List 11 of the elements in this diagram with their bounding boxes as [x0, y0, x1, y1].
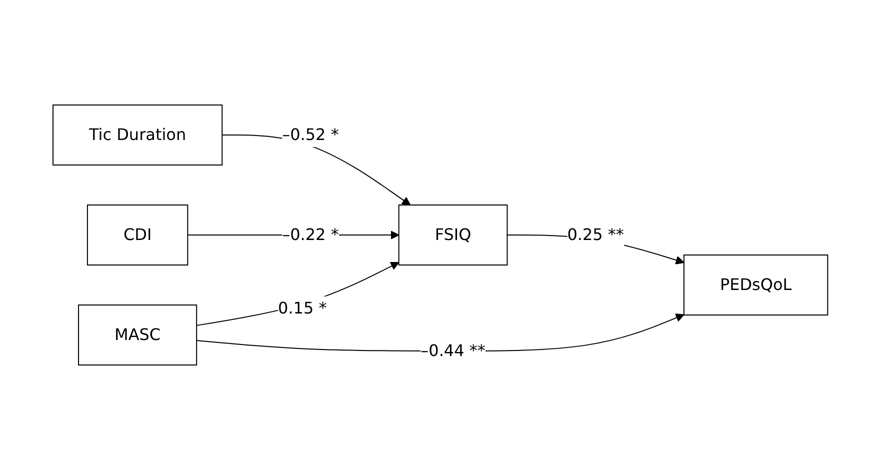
- edge-label: –0.52 *: [282, 125, 339, 144]
- node-box: PEDsQoL: [684, 254, 828, 316]
- node-box: MASC: [78, 304, 198, 366]
- edge-label: –0.22 *: [282, 225, 339, 244]
- node-box: CDI: [87, 204, 188, 266]
- node-box: Tic Duration: [52, 104, 223, 166]
- edge-label: 0.15 *: [278, 298, 327, 318]
- node-box: FSIQ: [398, 204, 508, 266]
- arrow: [196, 262, 400, 326]
- edge-label: –0.44 **: [420, 341, 486, 360]
- edge-label: 0.25 **: [567, 225, 624, 244]
